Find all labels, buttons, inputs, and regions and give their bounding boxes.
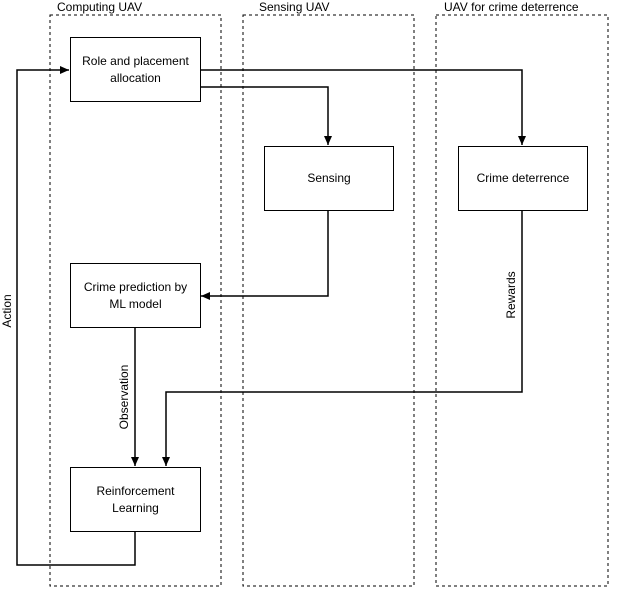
node-role-allocation: Role and placement allocation bbox=[70, 37, 201, 102]
node-crime-deterrence: Crime deterrence bbox=[458, 146, 588, 211]
node-role-allocation-label: Role and placement allocation bbox=[82, 53, 189, 85]
edge-rewards bbox=[162, 211, 523, 466]
lane-crime-deterrence-uav bbox=[435, 14, 609, 587]
edge-action bbox=[16, 66, 136, 566]
lane-title-computing: Computing UAV bbox=[57, 0, 143, 14]
node-reinforcement-learning-label: Reinforcement Learning bbox=[96, 483, 175, 515]
lane-sensing-uav bbox=[242, 14, 415, 587]
node-sensing: Sensing bbox=[264, 146, 394, 211]
edge-role-to-sensing bbox=[200, 86, 332, 145]
lane-title-deterrence: UAV for crime deterrence bbox=[444, 0, 579, 14]
node-reinforcement-learning: Reinforcement Learning bbox=[70, 467, 201, 532]
edge-label-rewards: Rewards bbox=[504, 271, 518, 319]
lane-computing-uav bbox=[49, 14, 222, 587]
edge-label-observation: Observation bbox=[117, 364, 131, 430]
edge-label-action: Action bbox=[0, 294, 14, 328]
lane-title-sensing: Sensing UAV bbox=[259, 0, 330, 14]
node-crime-prediction: Crime prediction by ML model bbox=[70, 263, 201, 328]
node-sensing-label: Sensing bbox=[307, 171, 351, 185]
edge-sensing-to-prediction bbox=[201, 211, 329, 300]
node-crime-prediction-label: Crime prediction by ML model bbox=[83, 279, 188, 311]
edge-role-to-deterrence bbox=[200, 69, 526, 145]
node-crime-deterrence-label: Crime deterrence bbox=[476, 171, 570, 185]
